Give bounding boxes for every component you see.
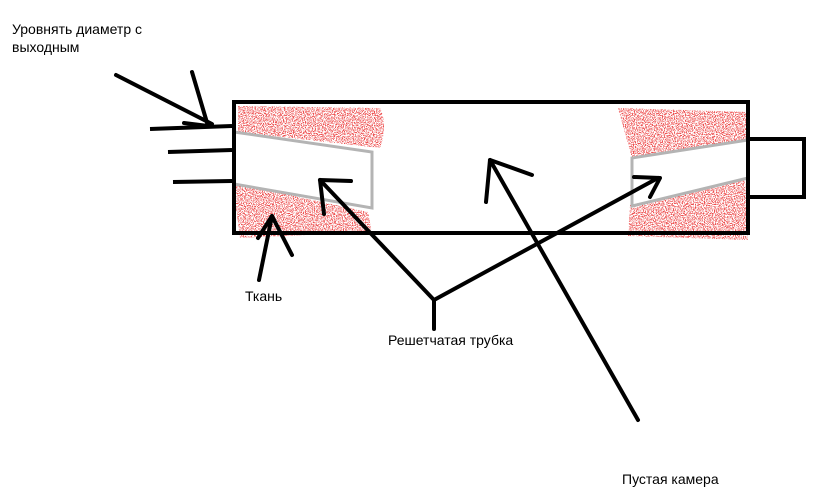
- tube-left: [233, 130, 374, 210]
- fabric-arrow: [256, 214, 294, 282]
- equalize-arrow: [114, 70, 214, 128]
- empty-chamber-arrow: [484, 158, 640, 422]
- equalize-diameter-label: Уровнять диаметр с выходным: [12, 21, 142, 55]
- perforated-tubes: [233, 130, 749, 210]
- perforated-tube-label: Решетчатая трубка: [388, 332, 514, 348]
- annotation-arrows: [114, 70, 662, 422]
- perforated-tube-arrow: [318, 175, 662, 331]
- empty-chamber-label: Пустая камера: [622, 471, 719, 487]
- inlet-flow-lines: [149, 124, 233, 184]
- fabric-right-bottom: [628, 180, 748, 240]
- fabric-right-top: [618, 108, 748, 158]
- tube-right: [630, 138, 749, 208]
- fabric-left-top: [238, 106, 384, 148]
- outlet-pipe: [748, 137, 806, 199]
- muffler-body: [232, 100, 750, 235]
- fabric-label: Ткань: [245, 288, 283, 304]
